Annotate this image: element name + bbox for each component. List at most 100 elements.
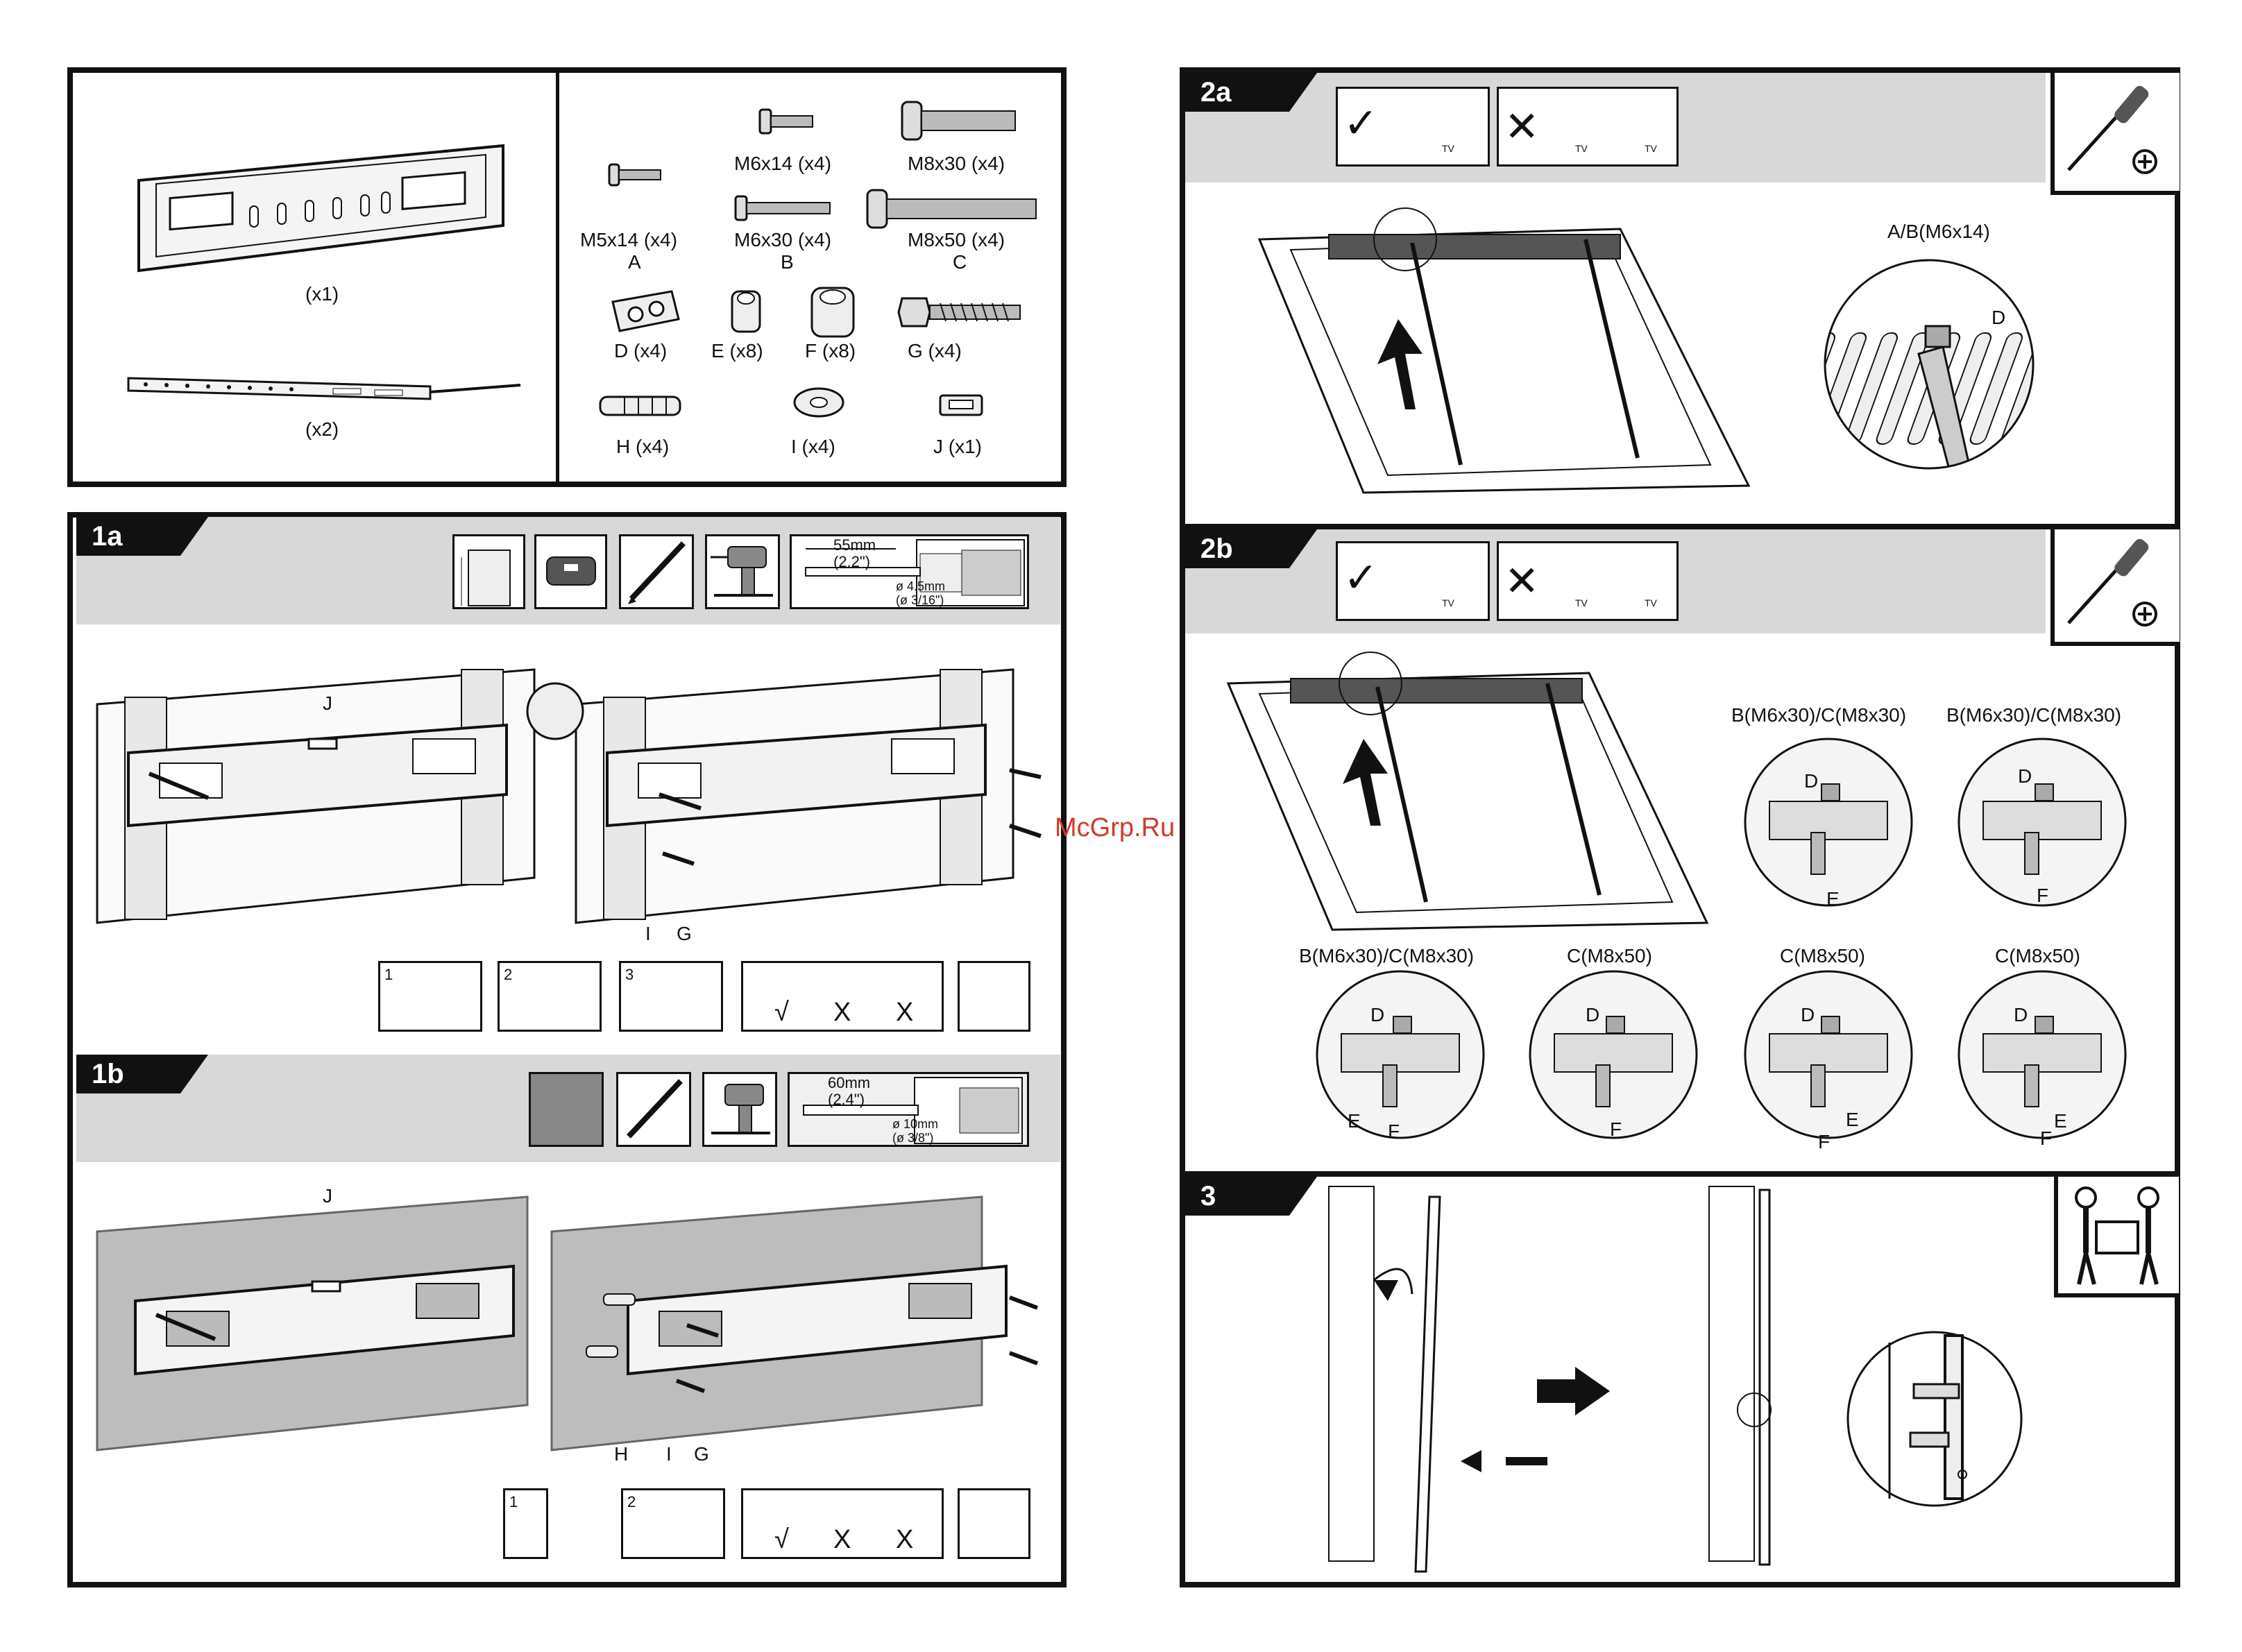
step1b-label-g: G: [694, 1443, 709, 1465]
lag-bolt-g-icon: [897, 297, 1021, 327]
step2b-detail-2-title: B(M6x30)/C(M8x30): [1946, 704, 2122, 726]
pencil-icon-1b: [616, 1072, 691, 1147]
screw-c-size: M8x50 (x4): [908, 229, 1005, 250]
stud-finder-icon: [534, 534, 607, 609]
parts-divider: [556, 73, 559, 482]
step2b-detail-circle-1: [1744, 738, 1913, 907]
screw-m6x14-size: M6x14 (x4): [734, 153, 832, 174]
step2a-correct-icon: ✓ TV: [1336, 87, 1490, 167]
step3-detail-circle: [1846, 1331, 2023, 1507]
spacer-e-icon: [731, 290, 761, 333]
step1b-wall-right: [550, 1195, 1039, 1451]
drill-depth-in: (2.2"): [833, 553, 871, 570]
step2b-tool-box: [2050, 529, 2180, 646]
step2a-detail-label: A/B(M6x14): [1887, 221, 1990, 242]
screw-a-size: M5x14 (x4): [580, 229, 678, 250]
step2b-correct-icon: ✓ TV: [1336, 541, 1490, 621]
wall-plate-qty: (x1): [305, 283, 339, 305]
step1b-tag: 1b: [76, 1055, 208, 1093]
level-j-icon: [939, 394, 983, 416]
step2b-detail-4-title: C(M8x50): [1567, 945, 1652, 966]
step1a-label-g: G: [677, 923, 692, 944]
screw-a-letter: A: [628, 251, 641, 273]
step1a-label-i: I: [645, 923, 651, 944]
arm-qty: (x2): [305, 418, 339, 440]
screwdriver-icon: [2067, 85, 2157, 174]
step1a-substep-2: 2: [498, 961, 602, 1032]
step2a-detail-circle: [1824, 259, 2035, 470]
wall-plate-drawing: [137, 144, 504, 273]
step3-hang-after: [1708, 1186, 1772, 1566]
step2b-detail-5-title: C(M8x50): [1780, 945, 1865, 966]
plate-d-icon: [611, 290, 680, 332]
step1a-drill-bits: [958, 961, 1030, 1032]
step2b-wrong-icon: ✕ TV TV: [1497, 541, 1679, 621]
step1a-wall-right: [526, 668, 1042, 924]
step3-tag: 3: [1185, 1177, 1317, 1216]
drill-depth-diagram: 55mm (2.2") ø 4.5mm (ø 3/16"): [790, 534, 1029, 609]
step1b-substep-1: 1: [503, 1488, 548, 1559]
screw-m8x50-icon: [866, 189, 1037, 229]
step1b-wall-left: [96, 1195, 529, 1451]
step2b-detail-3-title: B(M6x30)/C(M8x30): [1299, 945, 1475, 966]
step2b-detail-6-title: C(M8x50): [1995, 945, 2080, 966]
step1b-label-h: H: [614, 1443, 629, 1465]
screw-m8x30-size: M8x30 (x4): [908, 153, 1005, 174]
part-e-label: E (x8): [711, 340, 763, 361]
stud-wall-icon: [452, 534, 525, 609]
screw-m6x14-icon: [758, 108, 813, 135]
part-f-label: F (x8): [805, 340, 856, 361]
step1a-tag: 1a: [76, 517, 208, 556]
spacer-f-icon: [810, 287, 855, 338]
anchor-h-icon: [599, 395, 681, 416]
step2a-wrong-icon: ✕ TV TV: [1497, 87, 1679, 167]
step3-hang-before: [1328, 1186, 1547, 1573]
step1b-drill-bits: [958, 1488, 1030, 1559]
step2b-detail-circle-4: [1529, 970, 1698, 1139]
step2b-detail-circle-6: [1957, 970, 2127, 1139]
arm-drawing: [127, 377, 521, 400]
drill-dia-in: (ø 3/16"): [896, 593, 944, 607]
step2b-tv-back: [1226, 652, 1709, 931]
step2b-tag: 2b: [1185, 529, 1317, 568]
parts-panel: [67, 67, 1067, 487]
step1b-substep-2: 2: [621, 1488, 725, 1559]
step2b-detail-circle-3: [1316, 970, 1485, 1139]
step2b-detail-circle-2: [1957, 738, 2127, 907]
drill-icon: [705, 534, 780, 609]
step1a-substep-1: 1: [378, 961, 482, 1032]
step1a-wall-left: [96, 668, 536, 924]
part-i-label: I (x4): [791, 436, 835, 457]
step2a-tool-box: [2050, 73, 2180, 195]
two-person-lift-icon: [2075, 1186, 2159, 1285]
step1b-label-j: J: [323, 1185, 332, 1207]
pencil-icon: [619, 534, 694, 609]
screw-m6x30-icon: [734, 195, 831, 221]
drill-icon-1b: [702, 1072, 777, 1147]
step2b-detail-circle-5: [1744, 970, 1913, 1139]
screw-b-letter: B: [781, 251, 794, 273]
step1b-label-i: I: [666, 1443, 672, 1465]
step3-arrow: [1537, 1367, 1610, 1415]
drill-depth-diagram-1b: 60mm (2.4") ø 10mm (ø 3/8"): [788, 1072, 1029, 1147]
drill-depth-mm: 55mm: [833, 536, 876, 554]
part-g-label: G (x4): [908, 340, 962, 361]
step2b-detail-1-title: B(M6x30)/C(M8x30): [1731, 704, 1907, 726]
screw-m8x30-icon: [901, 101, 1016, 141]
screw-b-size: M6x30 (x4): [734, 229, 832, 250]
washer-i-icon: [793, 387, 844, 418]
drill-dia-mm: ø 4.5mm: [896, 579, 946, 593]
part-h-label: H (x4): [616, 436, 670, 457]
step2a-detail-d: D: [1992, 307, 2006, 328]
part-d-label: D (x4): [614, 340, 668, 361]
step1a-substep-3: 3: [619, 961, 723, 1032]
masonry-wall-icon: [529, 1072, 604, 1147]
screw-c-letter: C: [953, 251, 967, 273]
screwdriver-icon-2b: [2067, 538, 2157, 627]
step1b-level-check: √ X X: [741, 1488, 944, 1559]
step2a-tv-back: [1257, 207, 1751, 494]
part-j-label: J (x1): [933, 436, 982, 457]
step3-lift-box: [2054, 1177, 2179, 1297]
screw-m5x14-icon: [608, 163, 661, 187]
step1a-level-check: √ X X: [741, 961, 944, 1032]
